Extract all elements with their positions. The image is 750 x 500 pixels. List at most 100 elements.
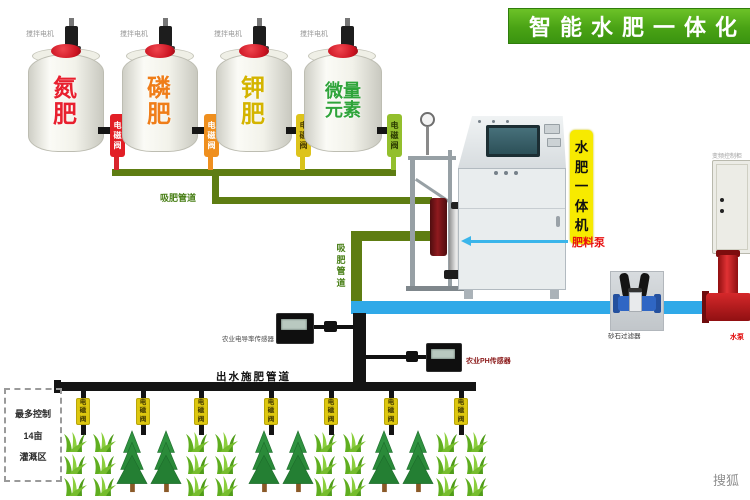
tank-label-nitrogen: 氮肥 bbox=[53, 75, 77, 128]
panel-knob-2 bbox=[504, 171, 508, 175]
zone-line-3: 灌溉区 bbox=[19, 452, 47, 463]
outlet-pipe-label: 出水施肥管道 bbox=[216, 371, 291, 383]
tree-1 bbox=[116, 430, 148, 493]
sprinkler-stub-bottom-6 bbox=[389, 425, 394, 435]
nitrogen-pipe bbox=[114, 155, 119, 170]
ph-sensor-label: 农业PH传感器 bbox=[466, 358, 511, 365]
panel-knob-3 bbox=[514, 171, 518, 175]
frame-bottom-bar bbox=[406, 286, 466, 291]
valve-label-4: 电磁阀 bbox=[390, 120, 399, 150]
sprinkler-stub-top-7 bbox=[459, 391, 464, 399]
machine-name-text: 水肥一体机 bbox=[574, 140, 589, 234]
pump-callout-arrow bbox=[461, 236, 471, 246]
ec-sensor-display bbox=[281, 319, 307, 330]
grass-patch-2 bbox=[186, 432, 238, 496]
suction-manifold-pipe bbox=[112, 169, 396, 176]
sprinkler-stub-bottom-7 bbox=[459, 425, 464, 435]
sprinkler-valve-5: 电磁阀 bbox=[324, 398, 338, 425]
tank-label-trace: 微量元素 bbox=[325, 81, 361, 121]
water-pump-cap bbox=[716, 250, 740, 257]
tank-nozzle-4 bbox=[377, 127, 389, 134]
outlet-distribution-pipe bbox=[56, 382, 476, 391]
touchscreen bbox=[486, 125, 540, 157]
valve-tag-2: 电磁阀 bbox=[204, 114, 219, 157]
grass-patch-1 bbox=[64, 432, 116, 496]
valve-tag-4: 电磁阀 bbox=[387, 114, 402, 157]
sprinkler-stub-bottom-5 bbox=[329, 425, 334, 435]
cabinet-foot-left bbox=[464, 290, 473, 299]
motor-shaft-1 bbox=[69, 18, 74, 27]
motor-shaft-2 bbox=[163, 18, 168, 27]
sprinkler-valve-label-3: 电磁阀 bbox=[197, 398, 205, 423]
water-pump-label: 水泵 bbox=[730, 334, 744, 341]
pump-motor-cap bbox=[451, 202, 463, 209]
panel-dot-3 bbox=[506, 120, 509, 123]
grass-patch-4 bbox=[436, 432, 488, 496]
tank-label-potassium: 钾肥 bbox=[241, 75, 265, 128]
suction-down-pipe bbox=[351, 231, 362, 304]
machine-name-tag: 水肥一体机 bbox=[570, 130, 593, 244]
sprinkler-valve-label-5: 电磁阀 bbox=[327, 398, 335, 423]
tank-nozzle-3 bbox=[286, 127, 299, 134]
tank-cap-1 bbox=[51, 44, 81, 58]
motor-shaft-3 bbox=[257, 18, 262, 27]
panel-button-1 bbox=[544, 124, 560, 134]
water-pump-body bbox=[706, 293, 750, 321]
tree-6 bbox=[402, 430, 434, 493]
panel-knob-1 bbox=[494, 171, 498, 175]
motor-label-1: 搅拌电机 bbox=[26, 31, 54, 38]
main-water-pipe bbox=[351, 301, 750, 314]
sprinkler-valve-label-2: 电磁阀 bbox=[139, 398, 147, 423]
tank-nitrogen bbox=[28, 54, 104, 152]
ph-sensor-fitting bbox=[406, 351, 418, 362]
frame-top-bar bbox=[408, 156, 456, 160]
suction-pipe-label: 吸肥管道 bbox=[160, 193, 197, 203]
tank-cap-3 bbox=[239, 44, 269, 58]
tank-label-phosphate: 磷肥 bbox=[147, 75, 171, 128]
motor-label-4: 搅拌电机 bbox=[300, 31, 328, 38]
motor-label-3: 搅拌电机 bbox=[214, 31, 242, 38]
zone-line-1: 最多控制 bbox=[14, 408, 51, 419]
gauge-stem bbox=[426, 127, 429, 155]
filter-flange-left bbox=[613, 294, 620, 313]
control-cabinet-label: 变频控制柜 bbox=[712, 154, 743, 160]
pressure-gauge bbox=[420, 112, 435, 127]
dosing-pump bbox=[430, 198, 447, 256]
panel-button-2 bbox=[547, 138, 561, 147]
phosphate-pipe bbox=[208, 155, 213, 170]
title-banner: 智能水肥一体化 bbox=[508, 8, 750, 44]
stirring-motor-1 bbox=[65, 26, 78, 47]
sprinkler-valve-1: 电磁阀 bbox=[76, 398, 90, 425]
sprinkler-stub-top-3 bbox=[199, 391, 204, 399]
valve-label-1: 电磁阀 bbox=[113, 120, 122, 150]
sprinkler-stub-top-4 bbox=[269, 391, 274, 399]
ec-sensor-fitting bbox=[324, 321, 337, 332]
watermark: 搜狐 bbox=[713, 473, 740, 488]
sprinkler-valve-label-1: 电磁阀 bbox=[79, 398, 87, 423]
suction-pipe-label-vertical: 吸肥管道 bbox=[336, 243, 346, 289]
tree-3 bbox=[248, 430, 280, 493]
tank-cap-4 bbox=[328, 44, 358, 58]
suction-drop-pipe bbox=[212, 176, 219, 200]
zone-line-2: 14亩 bbox=[23, 430, 43, 441]
motor-shaft-4 bbox=[345, 18, 350, 27]
trace-pipe bbox=[391, 155, 396, 170]
sprinkler-stub-top-5 bbox=[329, 391, 334, 399]
pump-base bbox=[444, 270, 470, 279]
stirring-motor-2 bbox=[159, 26, 172, 47]
tree-2 bbox=[150, 430, 182, 493]
suction-feed-pipe bbox=[212, 197, 432, 204]
sprinkler-stub-bottom-1 bbox=[81, 425, 86, 435]
sprinkler-valve-7: 电磁阀 bbox=[454, 398, 468, 425]
tank-nozzle-1 bbox=[98, 127, 111, 134]
ph-sensor-probe bbox=[366, 355, 426, 359]
suction-branch-pipe bbox=[351, 231, 431, 241]
cabinet-light-2 bbox=[720, 209, 724, 213]
sprinkler-valve-label-4: 电磁阀 bbox=[267, 398, 275, 423]
valve-tag-1: 电磁阀 bbox=[110, 114, 125, 157]
page-title: 智能水肥一体化 bbox=[529, 15, 747, 40]
filter-flange-right bbox=[654, 294, 661, 313]
sprinkler-stub-bottom-4 bbox=[269, 425, 274, 435]
stirring-motor-3 bbox=[253, 26, 266, 47]
frame-post-left bbox=[410, 156, 415, 290]
